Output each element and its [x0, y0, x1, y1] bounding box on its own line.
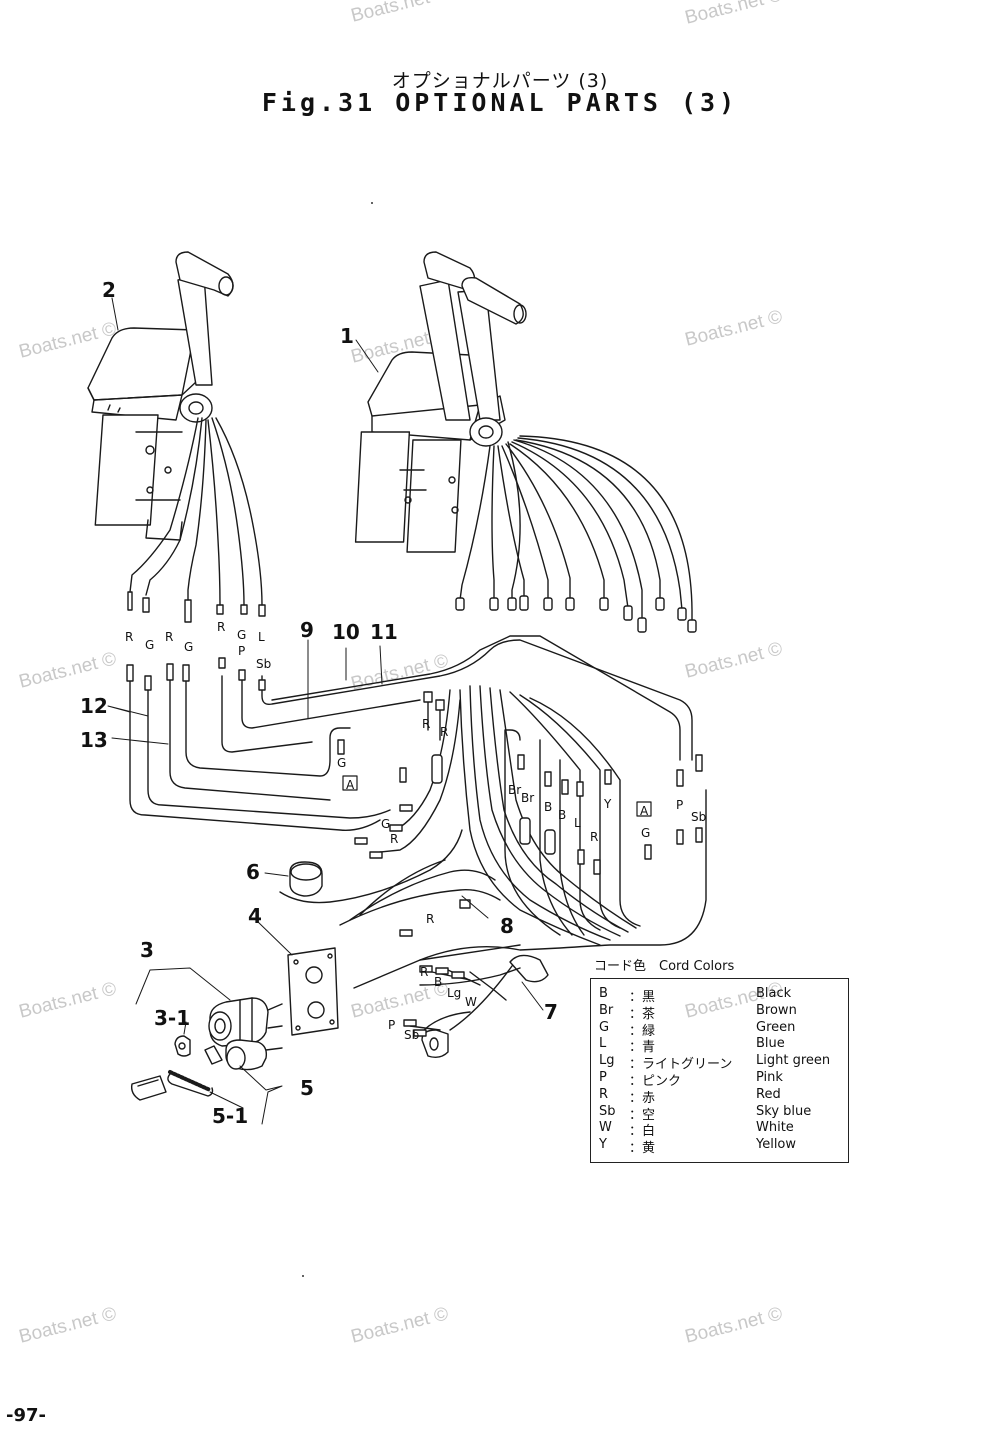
- wire-label: R: [426, 912, 435, 926]
- wire-label: P: [676, 798, 684, 812]
- wire-label: W: [465, 995, 477, 1009]
- callout-8: 8: [500, 914, 514, 938]
- callout-3-1: 3-1: [154, 1006, 191, 1030]
- leader-lines: [107, 297, 544, 1125]
- wire-label: R: [125, 630, 134, 644]
- wire-label: G: [337, 756, 347, 770]
- legend-title: コード色 Cord Colors: [594, 959, 735, 974]
- wire-label: B: [434, 975, 443, 989]
- wire-label: R: [165, 630, 174, 644]
- leads-dual-box: [459, 435, 693, 623]
- wire-label: B: [544, 800, 553, 814]
- callout-12: 12: [80, 694, 108, 718]
- wire-label: Br: [521, 791, 535, 805]
- dual-box-terminals: [455, 595, 697, 633]
- wire-label: R: [390, 832, 399, 846]
- callout-2: 2: [102, 278, 116, 302]
- remote-control-box-single: [87, 251, 234, 541]
- title-japanese: オプショナルパーツ (3): [391, 70, 609, 92]
- connectors: [126, 657, 703, 937]
- callout-6: 6: [246, 860, 260, 884]
- callout-1: 1: [340, 324, 354, 348]
- switch-key: [174, 1035, 191, 1057]
- callout-3: 3: [140, 938, 154, 962]
- wire-label: Y: [604, 797, 612, 811]
- figure-title: Fig.31 OPTIONAL PARTS (3): [261, 88, 739, 117]
- wire-label: L: [258, 630, 265, 644]
- wire-label: P: [238, 644, 246, 658]
- extension-cables: [129, 635, 693, 831]
- wire-label: Br: [508, 783, 522, 797]
- callout-9: 9: [300, 618, 314, 642]
- wire-label: P: [388, 1018, 396, 1032]
- callout-11: 11: [370, 620, 398, 644]
- mounting-plate: [287, 947, 339, 1036]
- callout-13: 13: [80, 728, 108, 752]
- remote-control-box-dual: [354, 251, 527, 553]
- wire-label: R: [422, 717, 431, 731]
- choke-spring: [130, 1070, 214, 1101]
- callout-7: 7: [544, 1000, 558, 1024]
- main-harness: [279, 685, 707, 989]
- callout-10: 10: [332, 620, 360, 644]
- reference-boxes: [342, 775, 652, 817]
- wire-label: L: [574, 816, 581, 830]
- wire-label: B: [558, 808, 567, 822]
- page-number: -97-: [6, 1405, 46, 1426]
- wire-label: Sb: [691, 810, 707, 824]
- wire-label: R: [440, 725, 449, 739]
- wire-label: R: [420, 965, 429, 979]
- wire-label: Sb: [404, 1028, 420, 1042]
- choke-switch: [204, 1039, 283, 1071]
- wire-label: R: [590, 830, 599, 844]
- buzzer: [289, 861, 323, 897]
- wire-label: R: [217, 620, 226, 634]
- wire-label: A: [346, 778, 355, 792]
- callout-5: 5: [300, 1076, 314, 1100]
- main-switch: [208, 997, 283, 1047]
- wire-label: Sb: [256, 657, 272, 671]
- wire-label: G: [184, 640, 194, 654]
- wire-label: G: [237, 628, 247, 642]
- wire-label: Lg: [447, 986, 462, 1000]
- harness-plug: [403, 954, 549, 1059]
- wire-label: G: [641, 826, 651, 840]
- wire-label: A: [640, 804, 649, 818]
- callout-5-1: 5-1: [212, 1104, 249, 1128]
- leads-single-box: [127, 417, 266, 623]
- wire-label: G: [145, 638, 155, 652]
- wire-label: G: [381, 817, 391, 831]
- callout-4: 4: [248, 904, 262, 928]
